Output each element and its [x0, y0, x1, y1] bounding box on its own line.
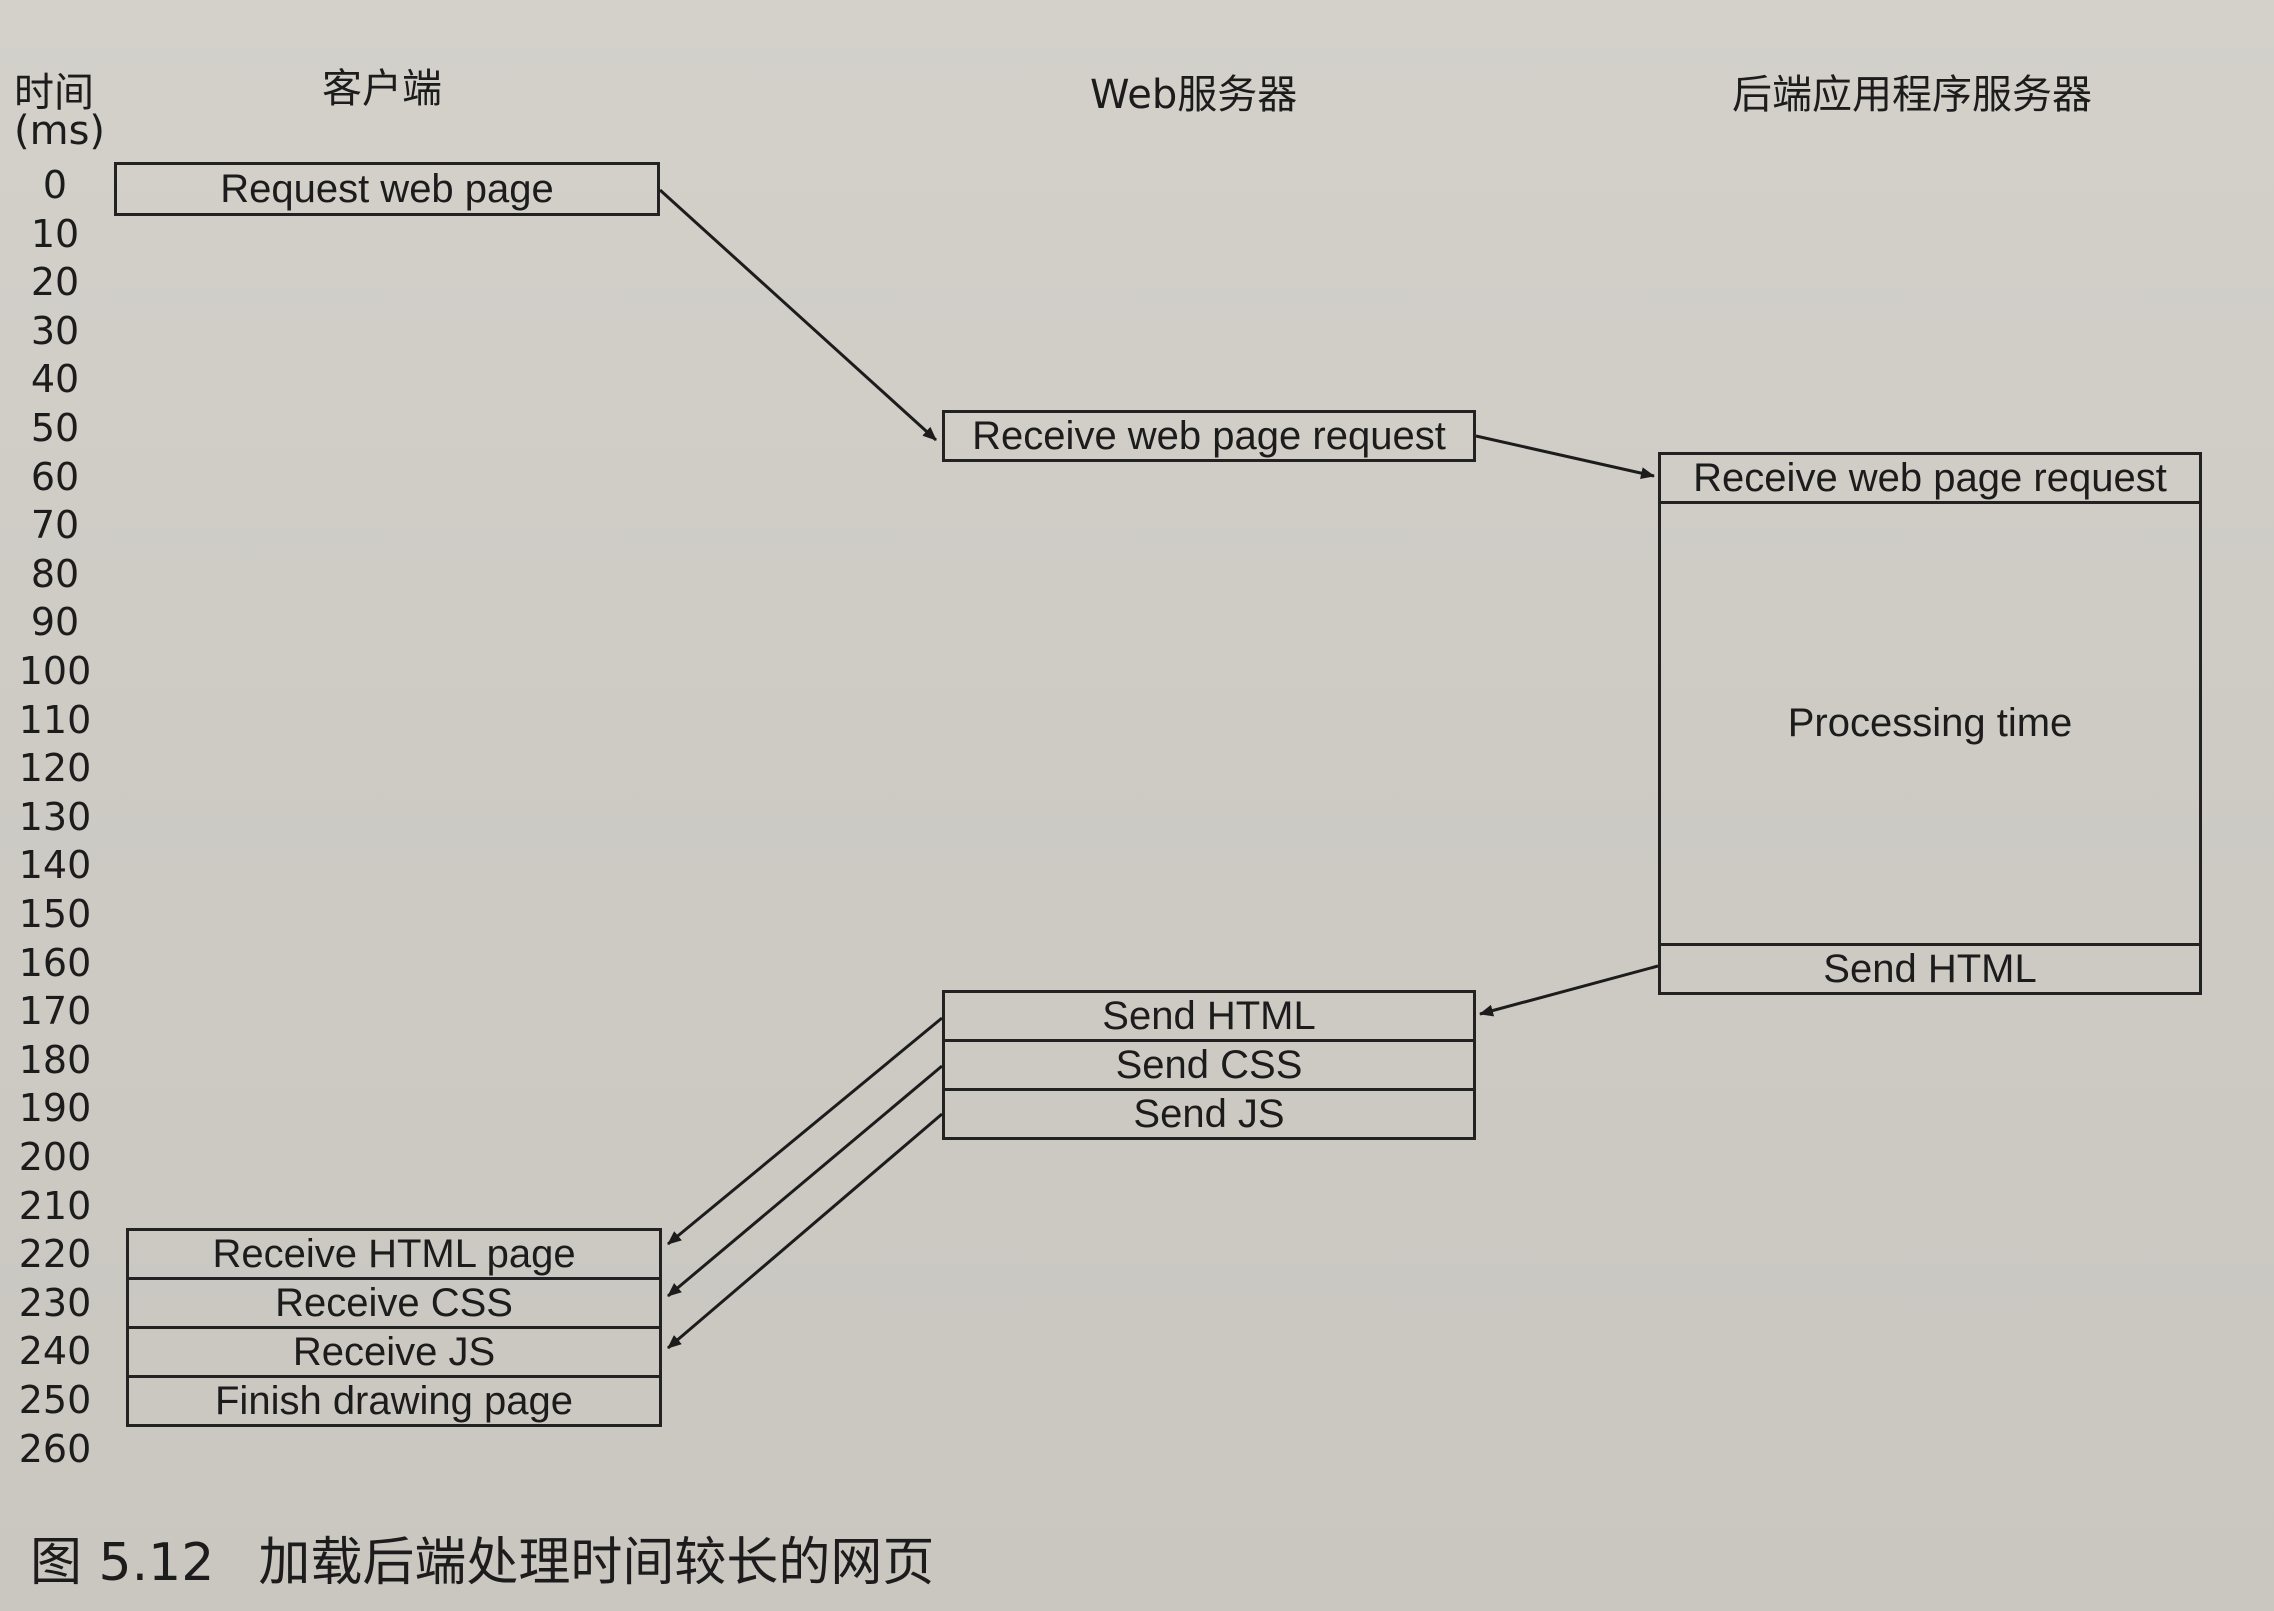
time-tick: 210	[18, 1183, 92, 1228]
column-header-backend: 后端应用程序服务器	[1732, 72, 2092, 118]
column-header-web-server: Web服务器	[1090, 72, 1298, 118]
time-tick: 240	[18, 1329, 92, 1374]
figure-title: 加载后端处理时间较长的网页	[258, 1533, 935, 1593]
client-receive-css-box: Receive CSS	[126, 1277, 662, 1329]
time-axis-unit: (ms)	[14, 108, 106, 154]
time-tick: 170	[18, 989, 92, 1034]
time-tick: 160	[18, 940, 92, 985]
arrow-js-to-client	[667, 1112, 943, 1350]
time-tick: 250	[18, 1378, 92, 1422]
time-tick: 60	[30, 454, 80, 499]
arrow-backend-to-web	[1479, 964, 1659, 1017]
time-tick: 10	[30, 211, 80, 256]
arrow-css-to-client	[667, 1064, 943, 1298]
time-tick: 30	[30, 308, 80, 353]
web-server-send-js-box: Send JS	[942, 1088, 1476, 1140]
figure-number: 图 5.12	[30, 1533, 215, 1593]
time-tick: 180	[18, 1037, 92, 1082]
time-tick: 80	[30, 551, 80, 596]
arrow-client-to-web	[658, 188, 938, 442]
backend-receive-request-box: Receive web page request	[1658, 452, 2202, 504]
time-tick: 70	[30, 503, 80, 548]
time-tick: 130	[18, 794, 92, 839]
web-server-send-css-box: Send CSS	[942, 1039, 1476, 1091]
arrow-web-to-backend	[1475, 434, 1655, 480]
time-tick: 150	[18, 892, 92, 936]
figure-caption: 图 5.12 加载后端处理时间较长的网页	[30, 1520, 934, 1595]
time-tick: 100	[18, 649, 92, 693]
column-header-client: 客户端	[322, 66, 442, 112]
time-axis-label: 时间	[14, 70, 94, 116]
processing-time-label: Processing time	[1787, 701, 2073, 745]
time-tick: 0	[42, 163, 68, 207]
time-tick: 110	[18, 697, 92, 742]
time-tick: 120	[18, 746, 92, 791]
time-tick: 260	[18, 1426, 92, 1471]
time-tick: 90	[30, 600, 80, 645]
backend-send-html-box: Send HTML	[1658, 943, 2202, 995]
time-tick: 50	[30, 406, 80, 450]
time-tick: 220	[18, 1232, 92, 1277]
time-tick: 140	[18, 843, 92, 888]
time-tick: 230	[18, 1280, 92, 1325]
web-server-receive-request-box: Receive web page request	[942, 410, 1476, 462]
time-tick: 190	[18, 1086, 92, 1131]
time-tick: 200	[18, 1135, 92, 1179]
client-request-box: Request web page	[114, 162, 660, 216]
time-tick: 40	[30, 357, 80, 402]
time-tick: 20	[30, 260, 80, 305]
arrow-html-to-client	[667, 1016, 943, 1246]
client-finish-drawing-box: Finish drawing page	[126, 1375, 662, 1427]
